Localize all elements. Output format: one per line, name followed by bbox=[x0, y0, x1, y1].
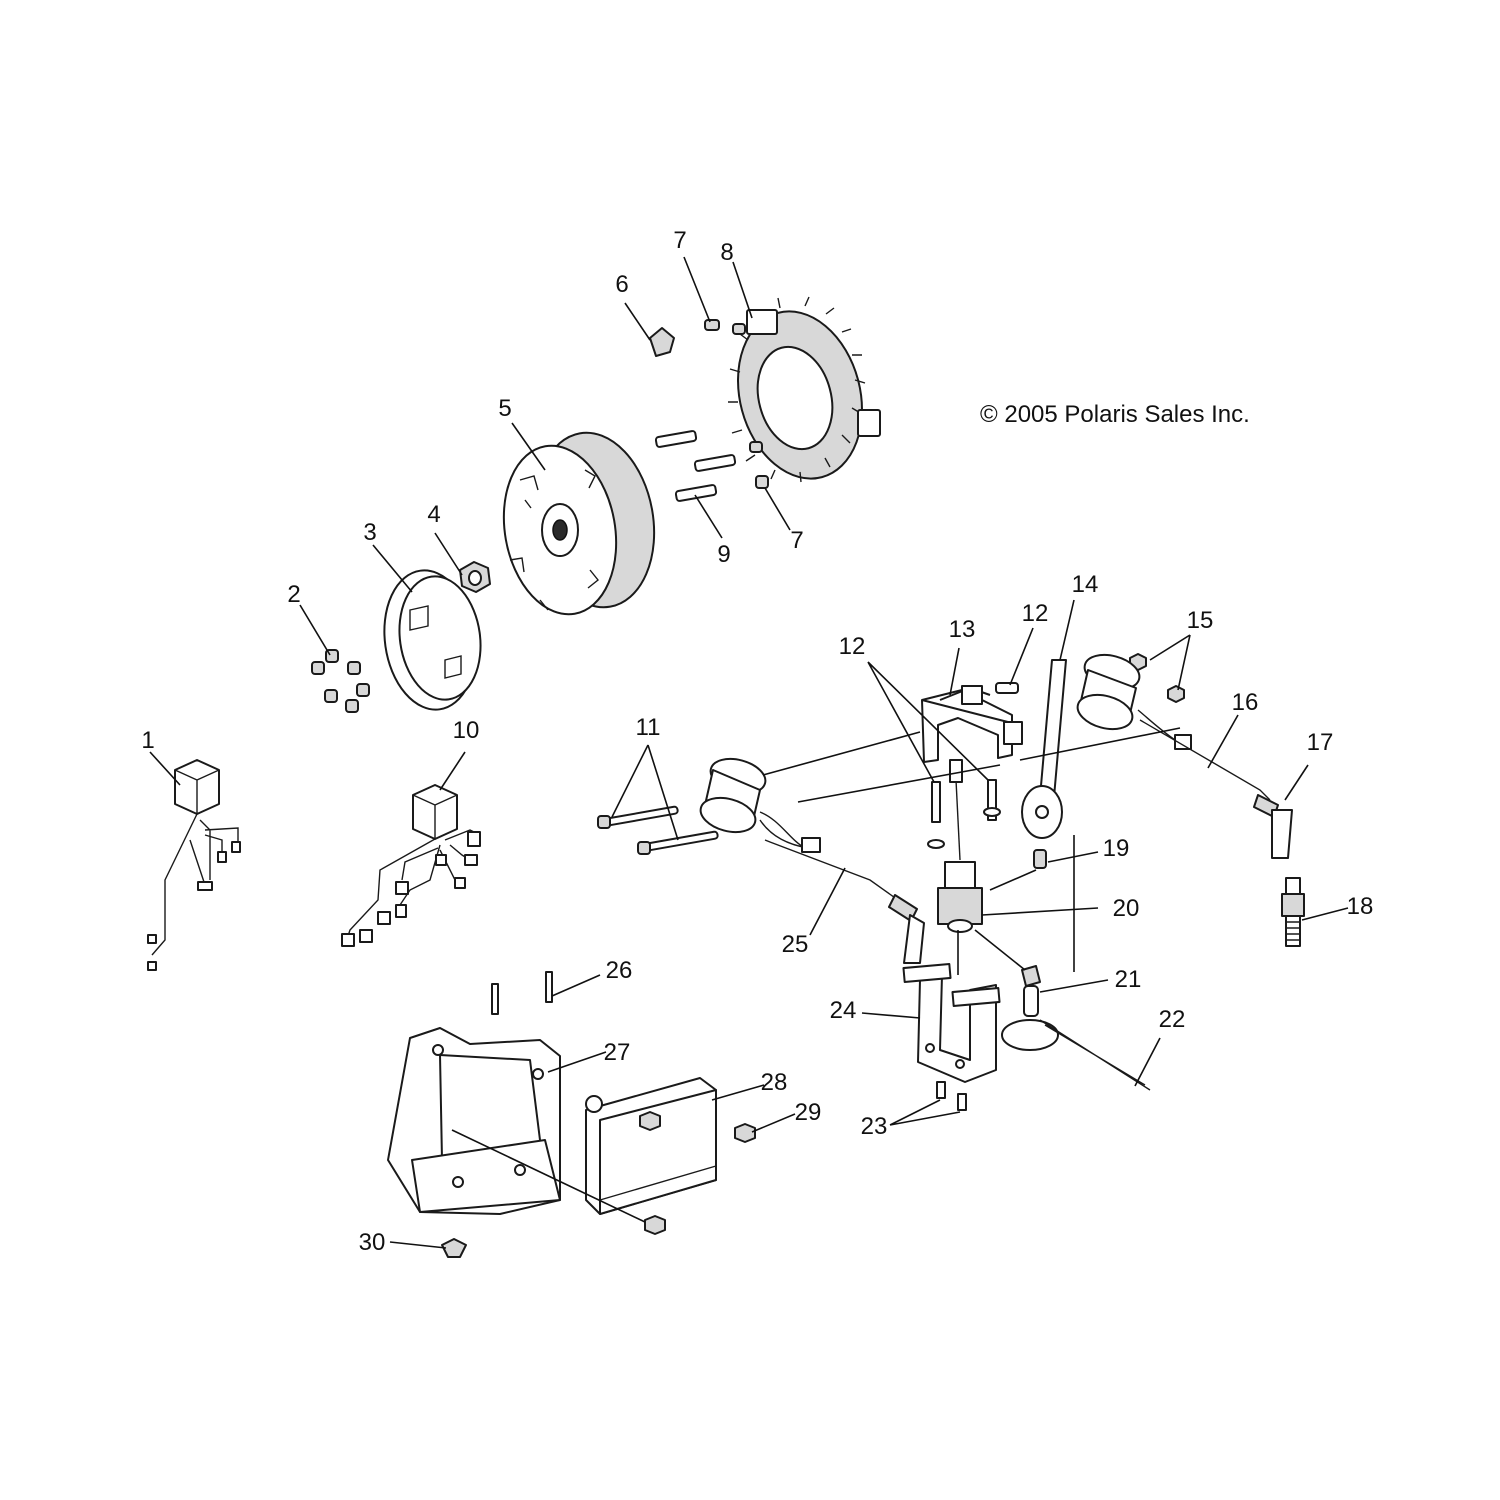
flywheel bbox=[502, 431, 656, 616]
callout-15: 15 bbox=[1187, 607, 1214, 634]
stator-bolts-9 bbox=[654, 430, 737, 502]
ecu-bracket-27 bbox=[387, 1027, 561, 1215]
bracket-bolts-12 bbox=[927, 682, 1019, 849]
callout-17: 17 bbox=[1307, 729, 1334, 756]
callout-12-left: 12 bbox=[839, 633, 866, 660]
copyright-text: © 2005 Polaris Sales Inc. bbox=[980, 401, 1250, 428]
sensor-module-20 bbox=[937, 759, 983, 933]
long-bolts-11 bbox=[597, 805, 719, 855]
callout-18: 18 bbox=[1347, 893, 1374, 920]
cup-screws bbox=[311, 649, 370, 713]
ignition-coil-16 bbox=[1076, 653, 1293, 859]
callout-24: 24 bbox=[830, 997, 857, 1024]
callout-21: 21 bbox=[1115, 966, 1142, 993]
callout-9: 9 bbox=[717, 541, 730, 568]
coil-bracket-13 bbox=[921, 685, 1023, 763]
relay-harness-1 bbox=[147, 759, 241, 971]
callout-26: 26 bbox=[606, 957, 633, 984]
mount-bracket-24 bbox=[902, 963, 1001, 1083]
spark-plug-18 bbox=[1281, 877, 1305, 947]
stator-screws-7 bbox=[704, 319, 769, 489]
callout-8: 8 bbox=[720, 239, 733, 266]
callout-22: 22 bbox=[1159, 1006, 1186, 1033]
callout-16: 16 bbox=[1232, 689, 1259, 716]
callout-29: 29 bbox=[795, 1099, 822, 1126]
callout-13: 13 bbox=[949, 616, 976, 643]
callout-7-bottom: 7 bbox=[790, 527, 803, 554]
callout-28: 28 bbox=[761, 1069, 788, 1096]
callout-20: 20 bbox=[1113, 895, 1140, 922]
stator-clip bbox=[649, 327, 675, 357]
vent-line-22 bbox=[1001, 1019, 1151, 1091]
callout-5: 5 bbox=[498, 395, 511, 422]
callout-25: 25 bbox=[782, 931, 809, 958]
ignition-coil-25 bbox=[699, 757, 925, 964]
callout-2: 2 bbox=[287, 581, 300, 608]
pins-26 bbox=[491, 971, 553, 1015]
callout-6: 6 bbox=[615, 271, 628, 298]
coolant-fitting-19 bbox=[1021, 785, 1063, 869]
ecu-module-28 bbox=[585, 1077, 717, 1215]
clip-30 bbox=[441, 1238, 467, 1258]
starter-cup bbox=[383, 569, 482, 711]
callout-30: 30 bbox=[359, 1229, 386, 1256]
callout-1: 1 bbox=[141, 727, 154, 754]
callout-12-right: 12 bbox=[1022, 600, 1049, 627]
callout-23: 23 bbox=[861, 1113, 888, 1140]
callout-7-top: 7 bbox=[673, 227, 686, 254]
callout-11: 11 bbox=[636, 714, 661, 741]
leader-lines bbox=[149, 256, 1349, 1249]
callout-14: 14 bbox=[1072, 571, 1099, 598]
nuts-29 bbox=[644, 1123, 756, 1235]
callout-19: 19 bbox=[1103, 835, 1130, 862]
flywheel-nut bbox=[459, 561, 491, 593]
fitting-21 bbox=[1021, 965, 1041, 1017]
callout-numbers: 1 2 3 4 5 6 7 7 8 9 10 11 12 12 13 14 15… bbox=[141, 227, 1373, 1256]
callout-27: 27 bbox=[604, 1039, 631, 1066]
callout-10: 10 bbox=[453, 717, 480, 744]
stator bbox=[728, 296, 881, 483]
callout-3: 3 bbox=[363, 519, 376, 546]
wiring-harness-10 bbox=[341, 784, 481, 947]
callout-4: 4 bbox=[427, 501, 440, 528]
screws-23 bbox=[936, 1081, 967, 1111]
